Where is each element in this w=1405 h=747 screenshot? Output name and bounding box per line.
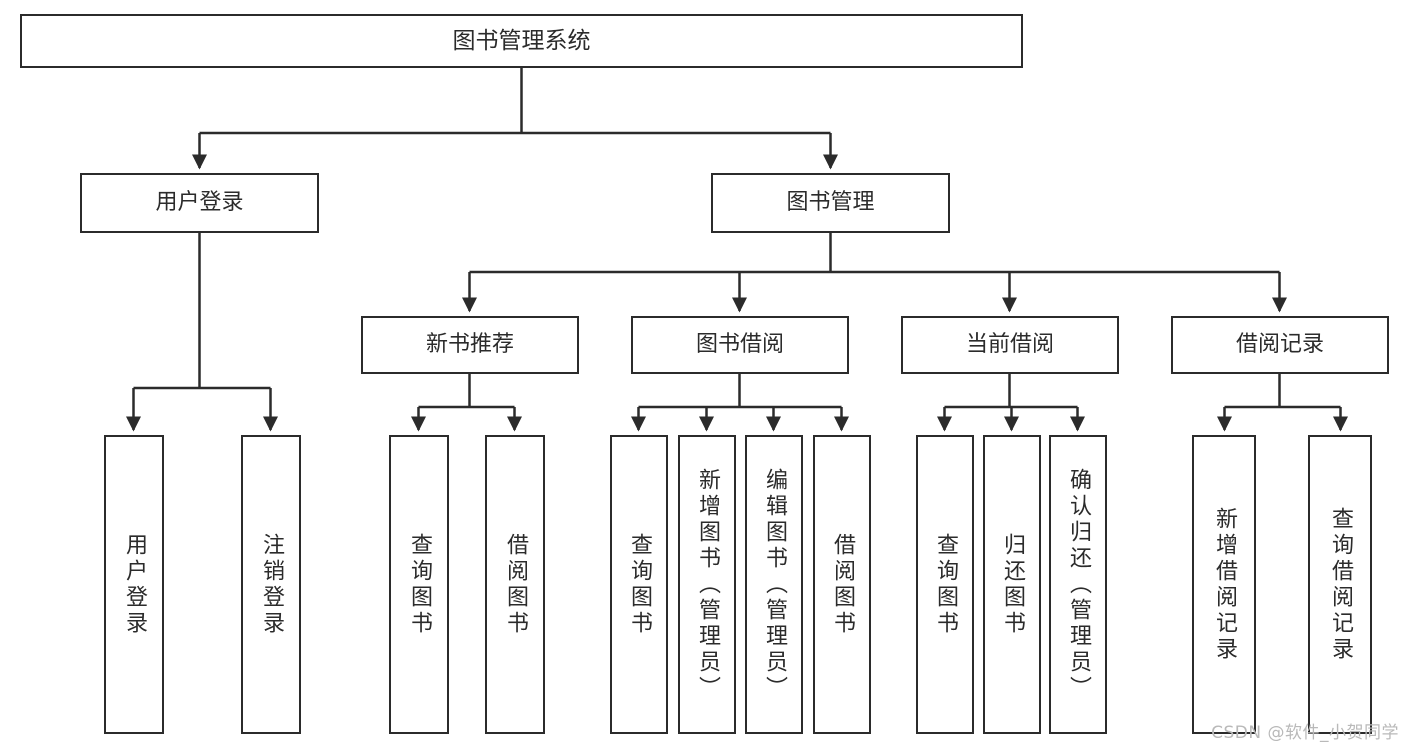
node-label: 借阅图书	[830, 532, 855, 637]
node-branch-user-login[interactable]: 用户登录	[80, 173, 319, 233]
node-subbranch-borrow-record[interactable]: 借阅记录	[1171, 316, 1389, 374]
watermark: CSDN @软件_小贺同学	[1211, 723, 1399, 743]
node-leaf-leaf-borrow-book-2[interactable]: 借阅图书	[813, 435, 871, 734]
node-leaf-leaf-return-book[interactable]: 归还图书	[983, 435, 1041, 734]
node-subbranch-new-book-recommend[interactable]: 新书推荐	[361, 316, 579, 374]
node-label: 用户登录	[155, 190, 244, 216]
node-label: 图书管理	[786, 190, 875, 216]
node-label: 查询图书	[407, 532, 432, 637]
node-leaf-leaf-add-book[interactable]: 新增图书（管理员）	[678, 435, 736, 734]
node-label: 借阅记录	[1235, 332, 1324, 358]
node-branch-book-manage[interactable]: 图书管理	[711, 173, 950, 233]
node-label: 用户登录	[122, 532, 147, 637]
node-leaf-leaf-edit-book[interactable]: 编辑图书（管理员）	[745, 435, 803, 734]
node-leaf-leaf-query-record[interactable]: 查询借阅记录	[1308, 435, 1372, 734]
node-label: 当前借阅	[965, 332, 1054, 358]
node-leaf-leaf-query-book-1[interactable]: 查询图书	[389, 435, 449, 734]
node-label: 编辑图书（管理员）	[762, 467, 787, 702]
node-label: 新增图书（管理员）	[695, 467, 720, 702]
node-label: 查询图书	[933, 532, 958, 637]
node-label: 归还图书	[1000, 532, 1025, 637]
node-label: 图书管理系统	[452, 27, 591, 54]
node-label: 新书推荐	[425, 332, 514, 358]
node-label: 查询借阅记录	[1328, 506, 1353, 663]
node-leaf-leaf-confirm-return[interactable]: 确认归还（管理员）	[1049, 435, 1107, 734]
node-leaf-leaf-add-record[interactable]: 新增借阅记录	[1192, 435, 1256, 734]
node-leaf-leaf-user-logout[interactable]: 注销登录	[241, 435, 301, 734]
node-leaf-leaf-query-book-3[interactable]: 查询图书	[916, 435, 974, 734]
node-label: 确认归还（管理员）	[1066, 467, 1091, 702]
node-label: 查询图书	[627, 532, 652, 637]
node-leaf-leaf-user-login[interactable]: 用户登录	[104, 435, 164, 734]
node-label: 图书借阅	[695, 332, 784, 358]
node-label: 新增借阅记录	[1212, 506, 1237, 663]
node-label: 注销登录	[259, 532, 284, 637]
node-subbranch-book-borrow[interactable]: 图书借阅	[631, 316, 849, 374]
node-label: 借阅图书	[503, 532, 528, 637]
node-leaf-leaf-query-book-2[interactable]: 查询图书	[610, 435, 668, 734]
node-subbranch-current-borrow[interactable]: 当前借阅	[901, 316, 1119, 374]
node-leaf-leaf-borrow-book-1[interactable]: 借阅图书	[485, 435, 545, 734]
node-root-root[interactable]: 图书管理系统	[20, 14, 1023, 68]
